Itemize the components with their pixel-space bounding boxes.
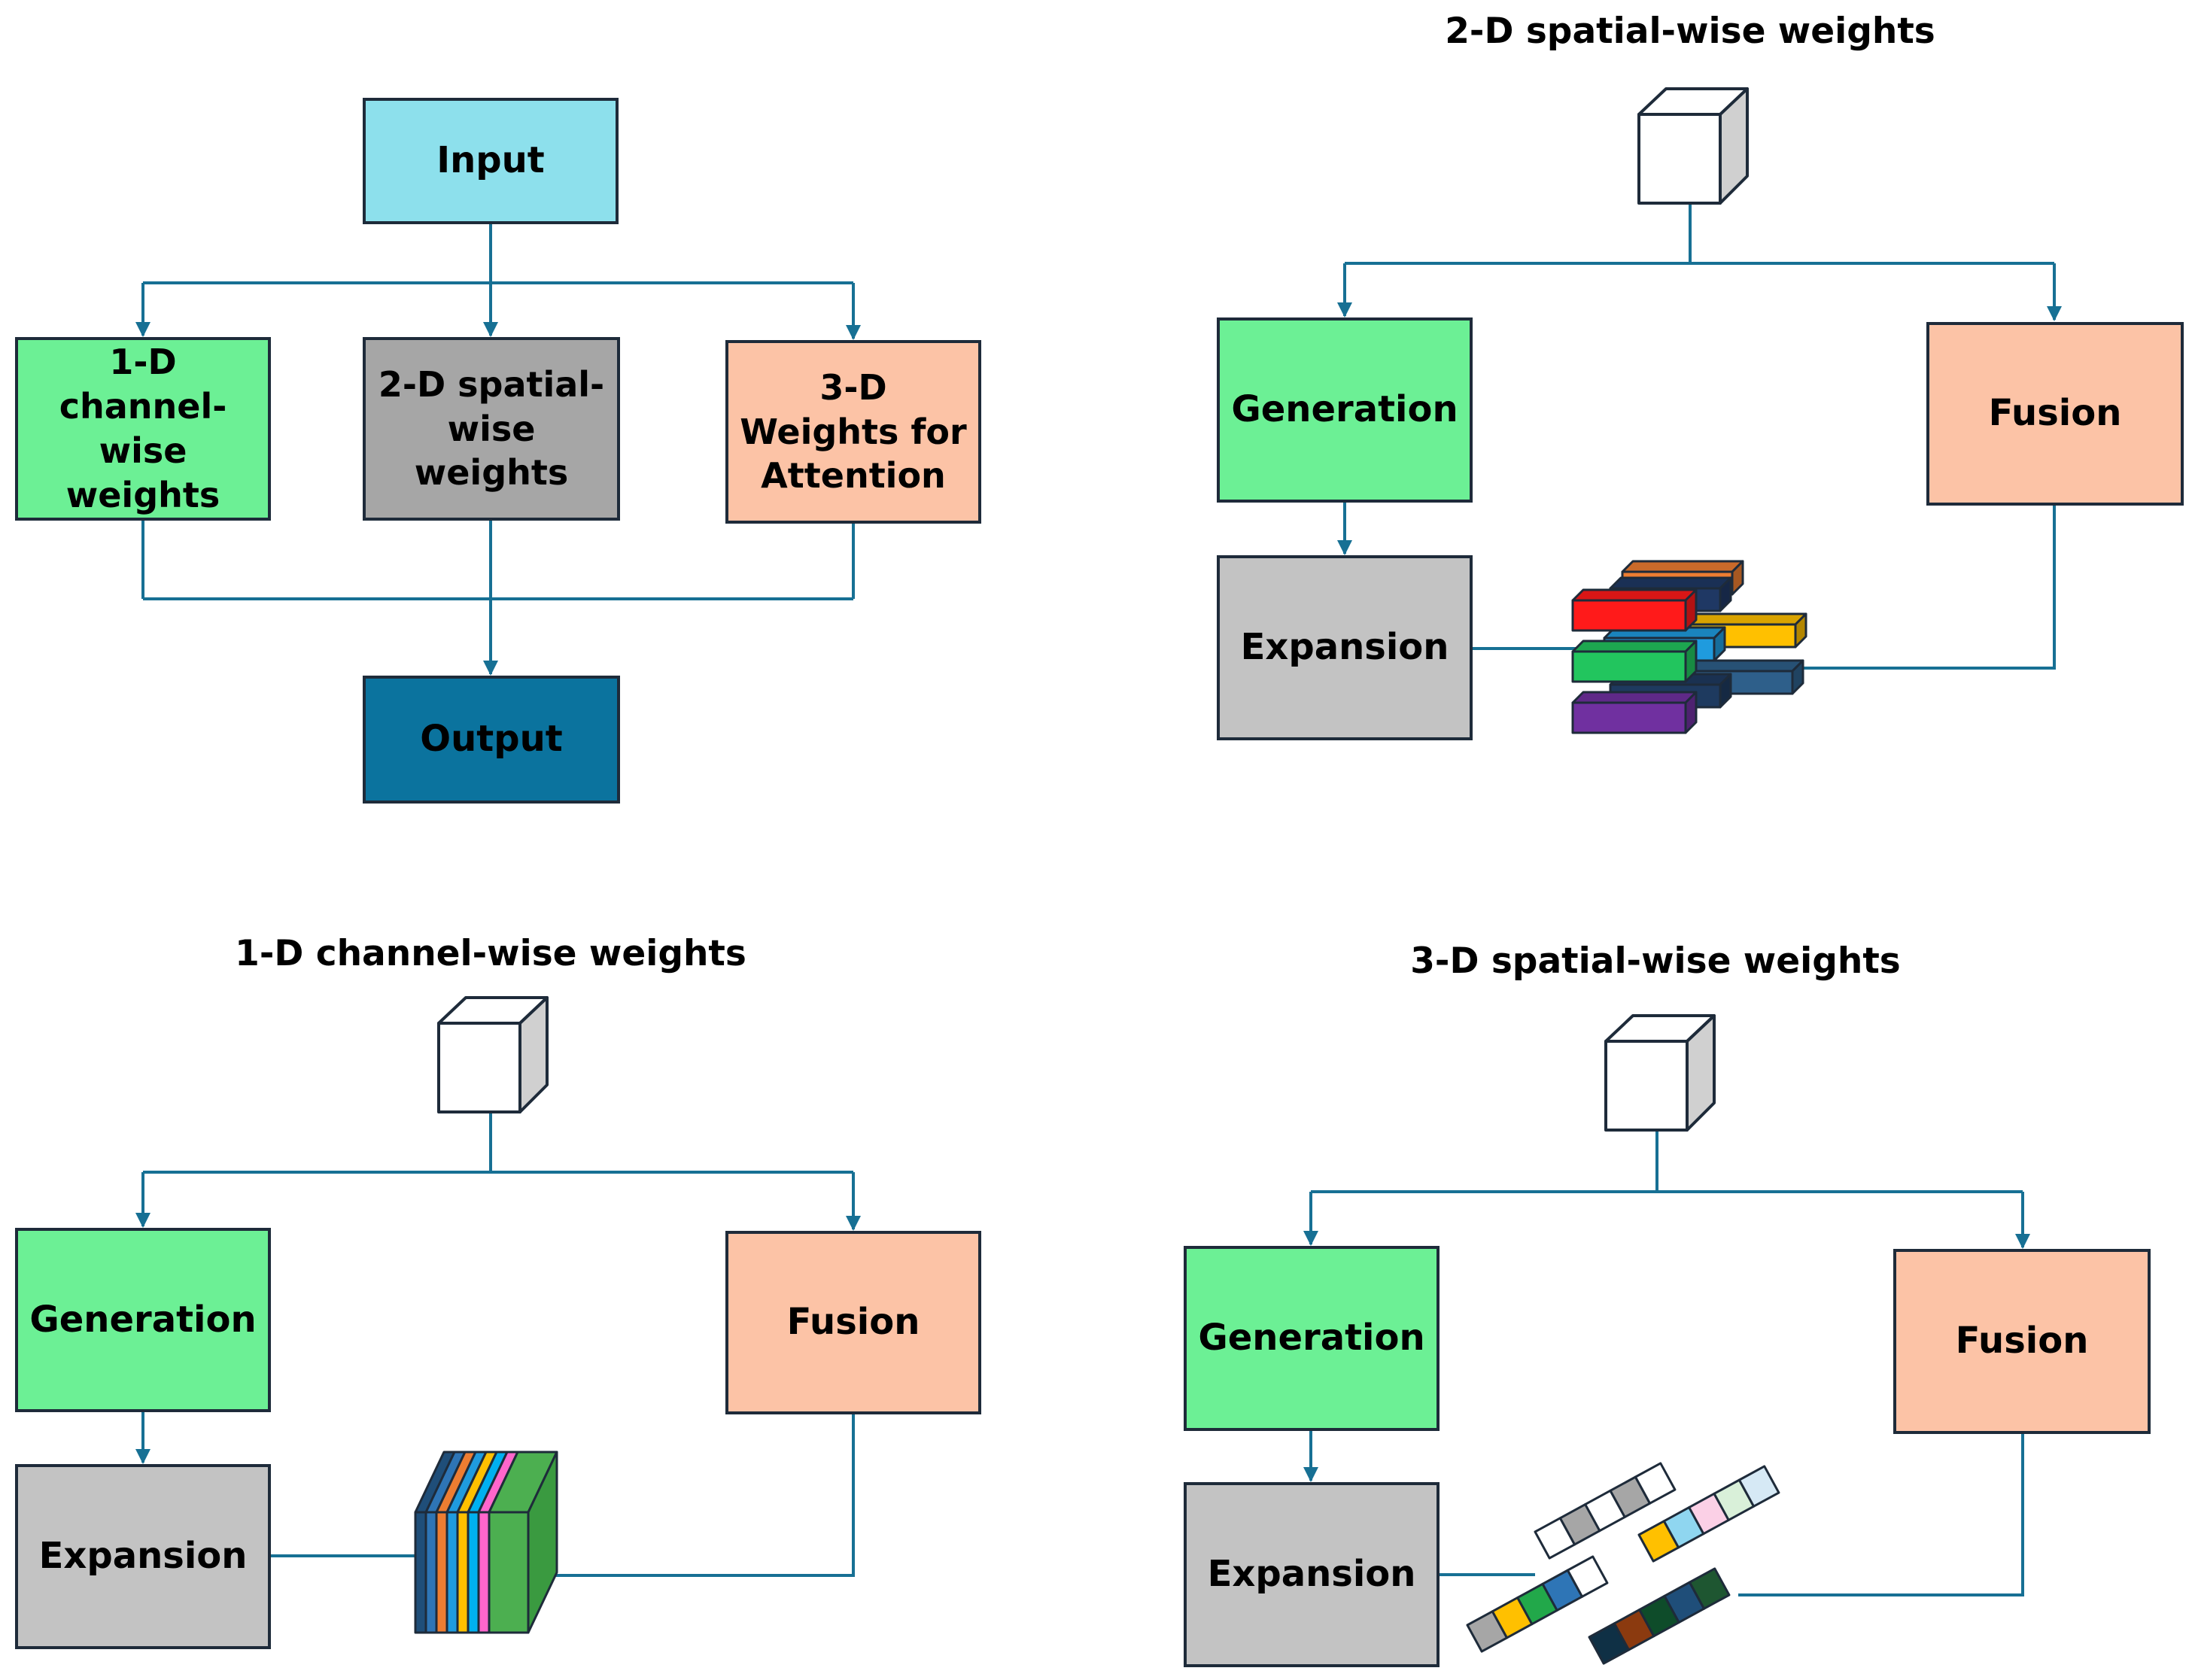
channel1d-expansion-box: Expansion [15,1464,271,1649]
channel1d-generation-box: Generation [15,1228,271,1412]
spatial3d-generation-box: Generation [1184,1246,1440,1431]
spatial2d-generation-box: Generation [1217,317,1473,503]
cube-icon [1637,87,1749,205]
channel1d-weights-icon [414,1451,558,1634]
input-label: Input [436,139,545,182]
spatial2d-expansion-box: Expansion [1217,555,1473,740]
channel-weights-box: 1-D channel- wise weights [15,337,271,521]
channel-weights-label: 1-D channel- wise weights [59,342,227,515]
spatial2d-generation-label: Generation [1231,388,1458,431]
spatial3d-expansion-box: Expansion [1184,1482,1440,1667]
spatial3d-title: 3-D spatial-wise weights [1410,940,1901,982]
spatial3d-weights-icon [1466,1462,1780,1665]
spatial3d-expansion-label: Expansion [1207,1553,1416,1596]
spatial-weights-box: 2-D spatial- wise weights [363,337,620,521]
cube-icon [1604,1014,1716,1132]
input-box: Input [363,98,619,224]
cube-icon [437,996,549,1113]
output-label: Output [420,718,563,761]
spatial-weights-label: 2-D spatial- wise weights [378,363,605,494]
channel1d-expansion-label: Expansion [38,1535,248,1578]
channel1d-generation-label: Generation [29,1298,257,1341]
spatial2d-fusion-label: Fusion [1988,392,2122,435]
channel1d-connectors [135,1112,861,1583]
spatial2d-weights-icon [1571,560,1807,734]
attention-weights-label: 3-D Weights for Attention [740,366,967,497]
spatial3d-connectors [1303,1130,2030,1596]
spatial2d-connectors [1337,203,2062,676]
output-box: Output [363,676,620,804]
channel1d-fusion-box: Fusion [725,1231,981,1414]
channel1d-title: 1-D channel-wise weights [235,933,746,974]
attention-weights-box: 3-D Weights for Attention [725,340,981,524]
overview-connectors [135,224,861,676]
spatial2d-fusion-box: Fusion [1926,322,2184,506]
spatial3d-fusion-box: Fusion [1893,1249,2151,1434]
spatial2d-title: 2-D spatial-wise weights [1445,11,1935,52]
spatial3d-fusion-label: Fusion [1955,1320,2089,1363]
spatial2d-expansion-label: Expansion [1240,626,1449,669]
channel1d-fusion-label: Fusion [786,1301,920,1344]
spatial3d-generation-label: Generation [1198,1317,1425,1359]
